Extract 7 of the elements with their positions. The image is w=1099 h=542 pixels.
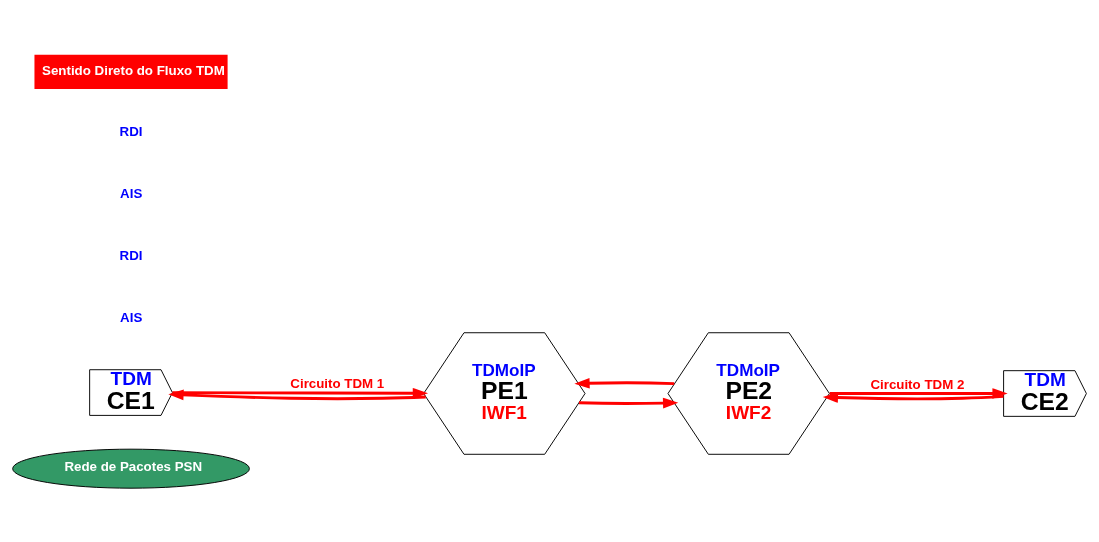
label: AIS bbox=[120, 185, 143, 201]
label: AIS bbox=[120, 309, 143, 325]
label: Sentido Direto do Fluxo TDM bbox=[42, 62, 225, 77]
edge-label: Circuito TDM 2 bbox=[870, 376, 965, 392]
label: RDI bbox=[119, 123, 143, 139]
edge-label: Circuito TDM 1 bbox=[290, 375, 385, 391]
label: RDI bbox=[119, 247, 143, 263]
